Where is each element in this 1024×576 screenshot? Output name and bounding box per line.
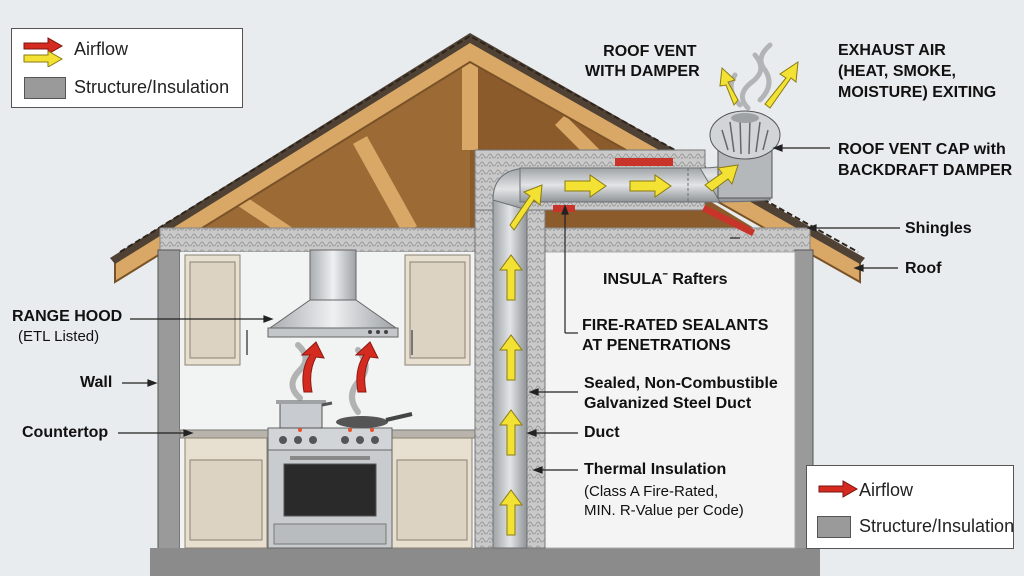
legend-airflow-label: Airflow (859, 480, 914, 500)
legend-structure-label: Structure/Insulation (859, 516, 1015, 536)
ceiling-insulation (159, 227, 491, 253)
rafters-label: INSULAˉ Rafters (603, 271, 728, 288)
fire-sealants-label: FIRE-RATED SEALANTS AT PENETRATIONS (582, 317, 769, 354)
range-hood (267, 249, 399, 338)
roof-vent-damper-label: ROOF VENT WITH DAMPER (585, 43, 700, 80)
roof-vent-cap-label: ROOF VENT CAP with BACKDRAFT DAMPER (838, 141, 1013, 179)
fire-sealant (615, 158, 673, 166)
thermal-insulation-detail: (Class A Fire-Rated, MIN. R-Value per Co… (584, 483, 744, 519)
range-hood-label: RANGE HOOD (12, 308, 123, 325)
legend-bottom: Airflow Structure/Insulation (806, 465, 1014, 549)
legend-airflow-label: Airflow (74, 39, 129, 59)
upper-cabinets (184, 254, 471, 366)
airflow-arrow-yellow (499, 60, 799, 536)
legend-structure-label: Structure/Insulation (74, 77, 230, 97)
stove (267, 400, 413, 549)
range-hood-sublabel: (ETL Listed) (18, 328, 100, 345)
legend-top: Airflow Structure/Insulation (11, 28, 243, 108)
thermal-insulation-label: Thermal Insulation (584, 461, 727, 478)
structure-swatch (24, 77, 66, 99)
horizontal-duct (519, 167, 721, 203)
shingles-label: Shingles (905, 220, 972, 237)
structure-swatch (817, 516, 851, 538)
countertop-label: Countertop (22, 424, 109, 441)
roof-label: Roof (905, 260, 942, 277)
airflow-legend-icon (818, 480, 859, 498)
leader-lines (118, 144, 900, 474)
floor (150, 548, 820, 576)
sealed-duct-label: Sealed, Non-Combustible Galvanized Steel… (584, 375, 778, 412)
duct-label: Duct (584, 424, 620, 441)
wall-label: Wall (80, 374, 113, 391)
airflow-legend-icon (23, 37, 64, 67)
rafter (353, 136, 417, 234)
airflow-arrow-red (300, 341, 379, 393)
left-wall (157, 249, 181, 551)
exhaust-air-label: EXHAUST AIR (HEAT, SMOKE, MOISTURE) EXIT… (838, 42, 997, 101)
